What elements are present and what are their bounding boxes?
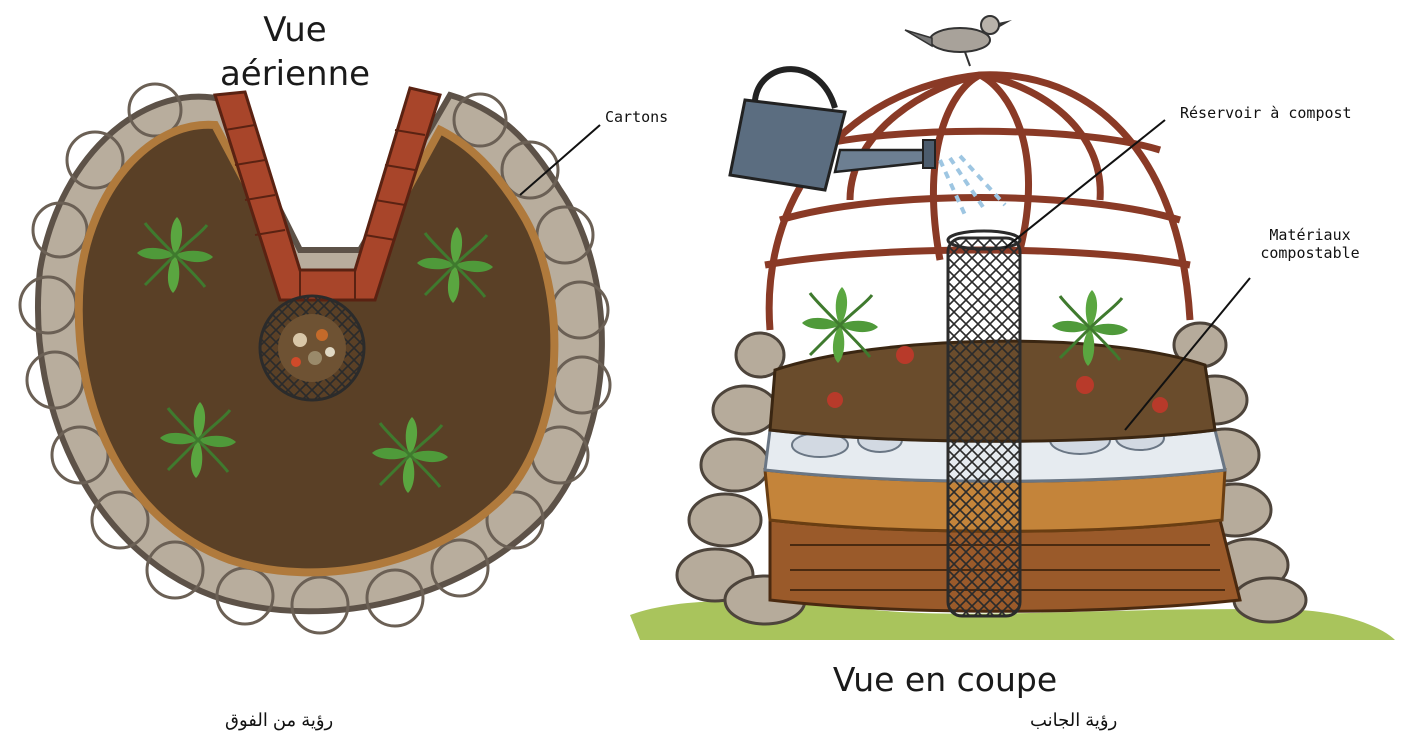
label-materials: Matériaux compostable bbox=[1255, 226, 1365, 262]
bird bbox=[905, 16, 1012, 66]
top-view-title: Vue aérienne bbox=[195, 8, 395, 96]
top-view-garden bbox=[20, 84, 610, 633]
label-materials-line2: compostable bbox=[1255, 244, 1365, 262]
top-view-title-line1: Vue bbox=[195, 8, 395, 52]
compost-reservoir-tube bbox=[948, 238, 1020, 616]
top-view-title-line2: aérienne bbox=[195, 52, 395, 96]
side-plant-left bbox=[802, 287, 878, 363]
caption-side-view: رؤية الجانب bbox=[1030, 710, 1117, 731]
label-reservoir: Réservoir à compost bbox=[1180, 104, 1352, 122]
label-materials-line1: Matériaux bbox=[1255, 226, 1365, 244]
side-view-title: Vue en coupe bbox=[780, 660, 1110, 699]
side-plant-right bbox=[1052, 290, 1128, 366]
caption-top-view: رؤية من الفوق bbox=[225, 710, 333, 731]
label-cartons: Cartons bbox=[605, 108, 668, 126]
